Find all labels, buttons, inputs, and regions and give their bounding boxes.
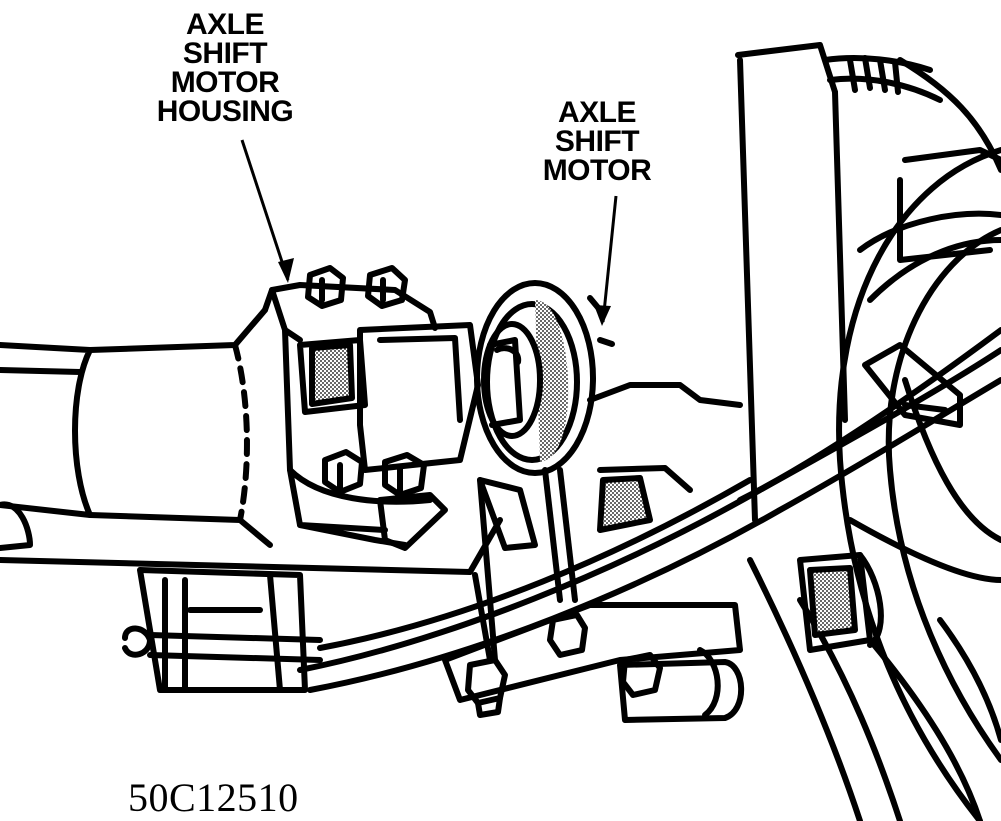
brake-line (897, 57, 1001, 173)
leader-line-motor (601, 195, 618, 323)
axle-tube (0, 307, 473, 575)
shock-lower-mount (797, 552, 884, 653)
axle-shift-motor-housing (262, 282, 481, 551)
figure-id: 50C12510 (128, 775, 299, 820)
leader-arrow-housing (278, 258, 294, 283)
bumper-stop (617, 647, 745, 723)
differential-housing (467, 382, 743, 575)
axle-shift-motor (474, 280, 615, 476)
spring-clamp (862, 342, 963, 428)
leader-lines (240, 139, 618, 326)
spring-plate-nut-left (465, 657, 508, 718)
housing-bolt-bottom-left (322, 449, 365, 495)
spring-plate-nut-center (547, 612, 588, 658)
leader-arrow-motor (594, 305, 611, 326)
housing-bolt-bottom-right (382, 452, 427, 498)
u-bolt-plate (442, 467, 743, 703)
spring-shackle (122, 567, 323, 693)
housing-bolt-top-right (365, 265, 408, 309)
label-axle-shift-motor-housing: AXLE SHIFT MOTOR HOUSING (156, 8, 294, 128)
shock-absorber (735, 42, 943, 523)
label-axle-shift-motor: AXLE SHIFT MOTOR (542, 96, 652, 187)
housing-bolt-top-left (305, 265, 346, 309)
leader-line-housing (240, 139, 290, 281)
